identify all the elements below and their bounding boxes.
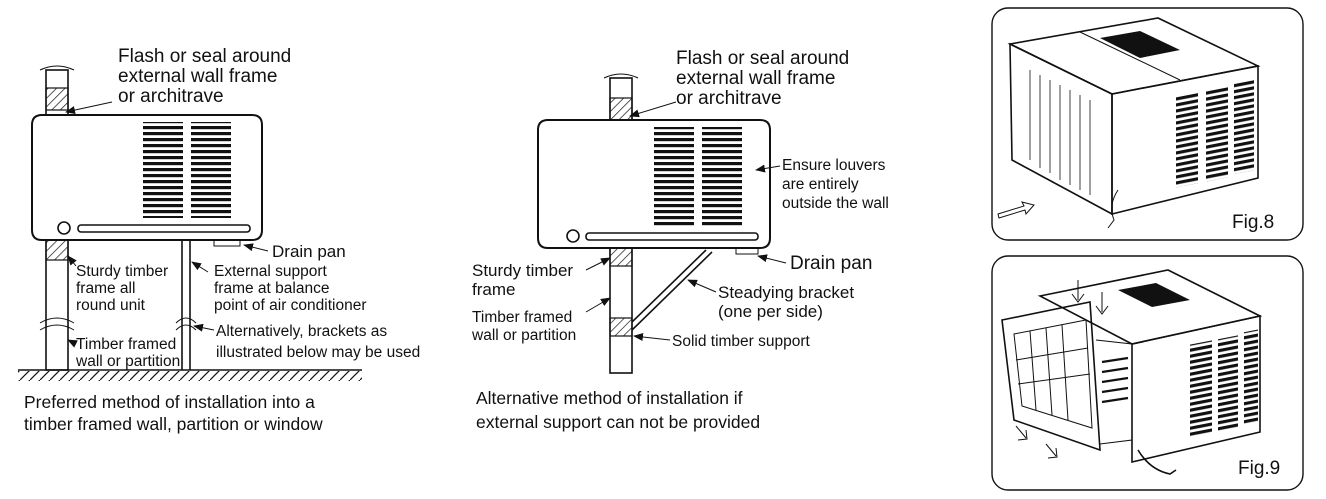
middle-sturdy-label-1: Sturdy timber: [472, 261, 573, 280]
middle-drain-pan-label: Drain pan: [790, 253, 872, 274]
left-external-label-1: External support: [214, 263, 328, 280]
left-caption-1: Preferred method of installation into a: [24, 392, 315, 412]
left-caption-2: timber framed wall, partition or window: [24, 414, 323, 434]
fig9-label: Fig.9: [1238, 458, 1280, 479]
figure-8: Fig.8: [991, 7, 1304, 241]
left-diagram: Flash or seal around external wall frame…: [18, 46, 420, 434]
figure-9: Fig.9: [991, 255, 1304, 491]
middle-flash-label-2: external wall frame: [676, 68, 835, 89]
middle-flash-label-1: Flash or seal around: [676, 48, 849, 69]
left-timber-label-1: Timber framed: [76, 336, 176, 353]
left-sturdy-label-1: Sturdy timber: [76, 263, 168, 280]
middle-sturdy-label-2: frame: [472, 280, 515, 299]
middle-diagram: Flash or seal around external wall frame…: [471, 48, 889, 432]
middle-louvers-label-2: are entirely: [782, 176, 859, 193]
left-flash-label-1: Flash or seal around: [118, 46, 291, 67]
middle-bracket-label-2: (one per side): [718, 302, 823, 321]
left-sturdy-label-3: round unit: [76, 297, 146, 314]
middle-caption-1: Alternative method of installation if: [476, 388, 743, 408]
middle-louvers-label-3: outside the wall: [782, 195, 889, 212]
middle-caption-2: external support can not be provided: [476, 412, 760, 432]
left-timber-label-2: wall or partition: [75, 353, 180, 370]
left-external-label-2: frame at balance: [214, 280, 329, 297]
middle-timber-label-2: wall or partition: [471, 327, 576, 344]
middle-timber-label-1: Timber framed: [472, 309, 572, 326]
left-alt-label-2: illustrated below may be used: [216, 344, 420, 361]
left-sturdy-label-2: frame all: [76, 280, 135, 297]
middle-solid-support-label: Solid timber support: [672, 333, 811, 350]
left-external-label-3: point of air conditioner: [214, 297, 367, 314]
left-flash-label-3: or architrave: [118, 86, 224, 107]
left-alt-label-1: Alternatively, brackets as: [216, 323, 387, 340]
left-drain-pan-label: Drain pan: [272, 242, 346, 261]
fig8-label: Fig.8: [1232, 212, 1274, 233]
left-flash-label-2: external wall frame: [118, 66, 277, 87]
middle-bracket-label-1: Steadying bracket: [718, 283, 854, 302]
middle-flash-label-3: or architrave: [676, 88, 782, 109]
middle-louvers-label-1: Ensure louvers: [782, 157, 886, 174]
